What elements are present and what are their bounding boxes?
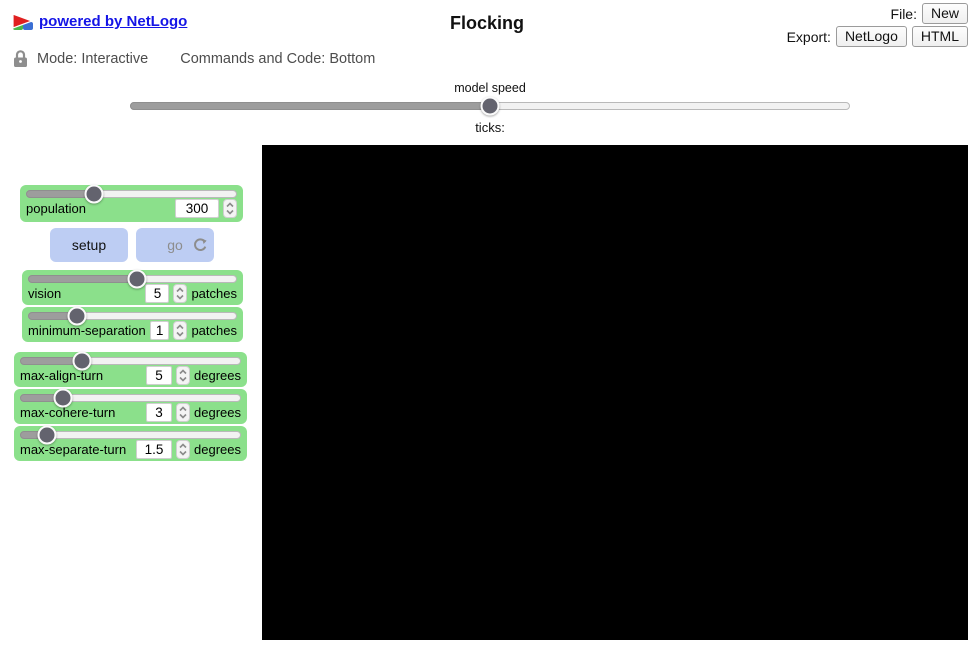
max-separate-turn-value-field[interactable]: 1.5 xyxy=(136,440,173,459)
vision-label: vision xyxy=(28,286,62,301)
minimum-separation-slider[interactable] xyxy=(28,306,237,326)
lock-icon xyxy=(14,50,27,67)
netlogo-logo-icon xyxy=(12,13,34,30)
max-cohere-turn-slider-thumb[interactable] xyxy=(53,388,73,408)
max-separate-turn-unit-label: degrees xyxy=(194,442,241,457)
vision-slider-thumb[interactable] xyxy=(127,269,147,289)
mode-bar: Mode: Interactive Commands and Code: Bot… xyxy=(13,49,375,68)
slider-widget-max-align-turn: max-align-turn 5 degrees xyxy=(14,351,247,387)
vision-value-field[interactable]: 5 xyxy=(145,284,170,303)
slider-widget-max-cohere-turn: max-cohere-turn 3 degrees xyxy=(14,388,247,424)
model-speed-slider-thumb[interactable] xyxy=(480,96,500,116)
population-stepper[interactable] xyxy=(223,199,237,218)
population-value-field[interactable]: 300 xyxy=(175,199,219,218)
max-cohere-turn-slider[interactable] xyxy=(20,388,241,408)
max-align-turn-stepper[interactable] xyxy=(176,366,191,385)
max-align-turn-slider-thumb[interactable] xyxy=(72,351,92,371)
slider-widget-minimum-separation: minimum-separation 1 patches xyxy=(22,306,243,342)
new-file-button[interactable]: New xyxy=(921,3,968,24)
model-speed-label: model speed xyxy=(454,81,526,95)
minimum-separation-slider-thumb[interactable] xyxy=(67,306,87,326)
max-align-turn-value-field[interactable]: 5 xyxy=(146,366,173,385)
population-slider[interactable] xyxy=(26,184,237,204)
slider-widget-population: population 300 xyxy=(20,184,243,222)
max-cohere-turn-label: max-cohere-turn xyxy=(20,405,116,420)
max-align-turn-unit-label: degrees xyxy=(194,368,241,383)
forever-refresh-icon xyxy=(194,238,207,251)
max-separate-turn-slider-thumb[interactable] xyxy=(37,425,57,445)
max-separate-turn-slider[interactable] xyxy=(20,425,241,445)
max-align-turn-slider[interactable] xyxy=(20,351,241,371)
export-label: Export: xyxy=(786,28,831,45)
population-slider-thumb[interactable] xyxy=(84,184,104,204)
max-separate-turn-label: max-separate-turn xyxy=(20,442,127,457)
max-cohere-turn-value-field[interactable]: 3 xyxy=(146,403,173,422)
file-label: File: xyxy=(890,5,917,22)
max-cohere-turn-unit-label: degrees xyxy=(194,405,241,420)
commands-code-label: Commands and Code: Bottom xyxy=(180,50,376,67)
minimum-separation-unit-label: patches xyxy=(191,323,237,338)
vision-unit-label: patches xyxy=(191,286,237,301)
slider-widget-vision: vision 5 patches xyxy=(22,269,243,305)
powered-by-netlogo-link[interactable]: powered by NetLogo xyxy=(39,13,188,30)
minimum-separation-value-field[interactable]: 1 xyxy=(149,321,170,340)
max-separate-turn-stepper[interactable] xyxy=(176,440,191,459)
setup-button-label: setup xyxy=(71,237,107,253)
vision-stepper[interactable] xyxy=(173,284,188,303)
file-export-area: File: New Export: NetLogo HTML xyxy=(787,3,968,47)
go-button[interactable]: go xyxy=(136,228,214,262)
max-cohere-turn-stepper[interactable] xyxy=(176,403,191,422)
go-button-label: go xyxy=(167,237,183,253)
vision-slider[interactable] xyxy=(28,269,237,289)
slider-widget-max-separate-turn: max-separate-turn 1.5 degrees xyxy=(14,425,247,461)
minimum-separation-stepper[interactable] xyxy=(173,321,188,340)
powered-by-area: powered by NetLogo xyxy=(12,12,187,31)
export-netlogo-button[interactable]: NetLogo xyxy=(835,26,907,47)
mode-label: Mode: Interactive xyxy=(37,50,149,67)
population-label: population xyxy=(26,201,86,216)
max-align-turn-label: max-align-turn xyxy=(20,368,104,383)
model-title: Flocking xyxy=(449,13,524,33)
model-view-canvas[interactable] xyxy=(262,145,968,640)
model-speed-slider[interactable] xyxy=(130,96,850,116)
minimum-separation-label: minimum-separation xyxy=(28,323,146,338)
setup-button[interactable]: setup xyxy=(50,228,128,262)
ticks-counter-label: ticks: xyxy=(475,120,505,135)
export-html-button[interactable]: HTML xyxy=(911,26,968,47)
